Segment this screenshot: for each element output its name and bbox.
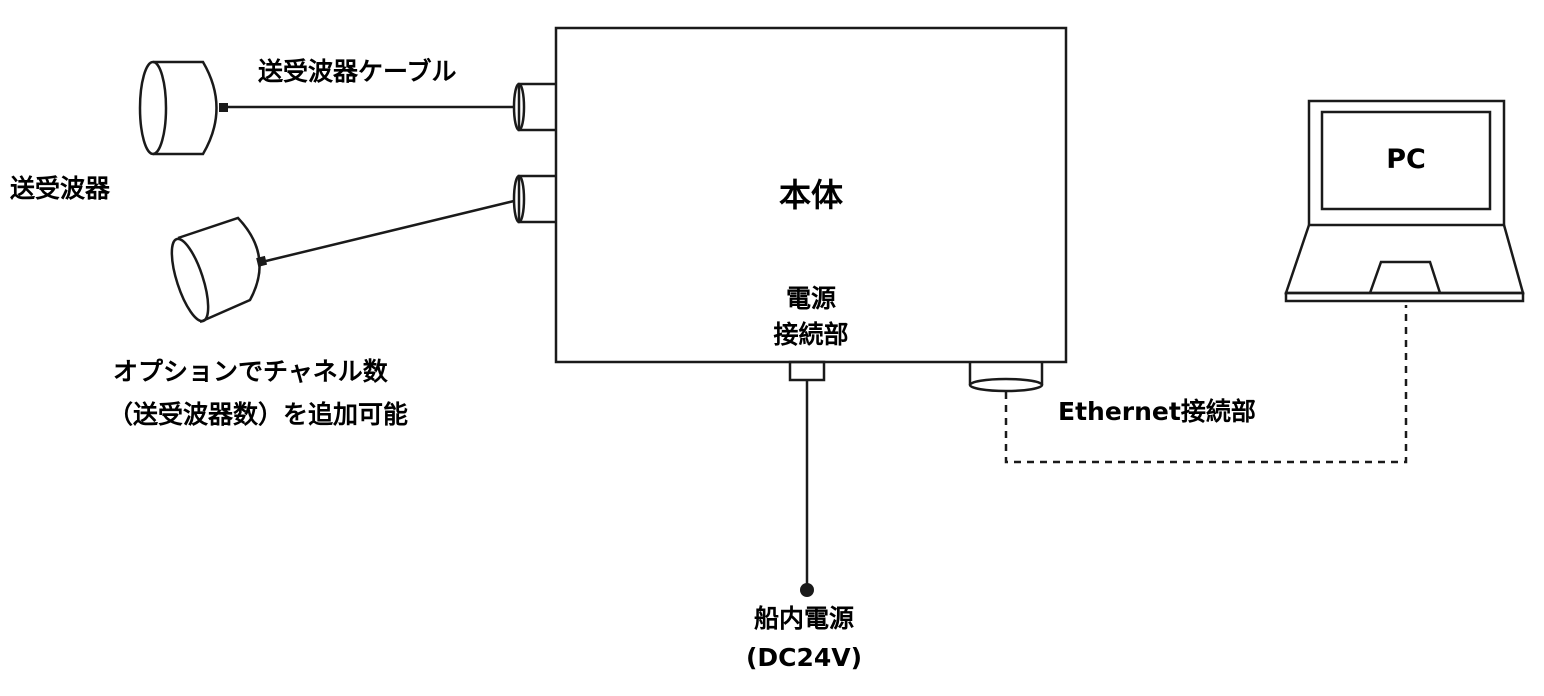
pc-laptop [1284,99,1525,303]
transducer-2 [170,216,261,324]
ship-power-label-line1: 船内電源 [754,604,854,633]
ethernet-cable [1004,305,1408,464]
ship-power-terminal [800,583,814,597]
transducer-2-connector [256,255,268,267]
transducer-cable-label: 送受波器ケーブル [258,57,457,86]
cable-port-1 [512,82,556,132]
power-connector [788,360,826,382]
transducer-1-connector [219,103,228,112]
option-label-line2: （送受波器数）を追加可能 [108,400,408,429]
ship-power-label-line2: (DC24V) [746,643,862,672]
transducer-label: 送受波器 [10,174,111,203]
power-connection-label-line2: 接続部 [773,320,848,349]
power-connection-label-line1: 電源 [786,284,836,313]
pc-label: PC [1386,144,1426,175]
cable-port-2 [512,174,556,224]
main-unit-label: 本体 [779,176,843,214]
transducer-1 [138,60,218,156]
ethernet-connection-label: Ethernet接続部 [1058,397,1256,426]
ethernet-connector [968,362,1044,393]
option-label-line1: オプションでチャネル数 [113,357,389,386]
transducer-cable-2 [265,199,515,263]
